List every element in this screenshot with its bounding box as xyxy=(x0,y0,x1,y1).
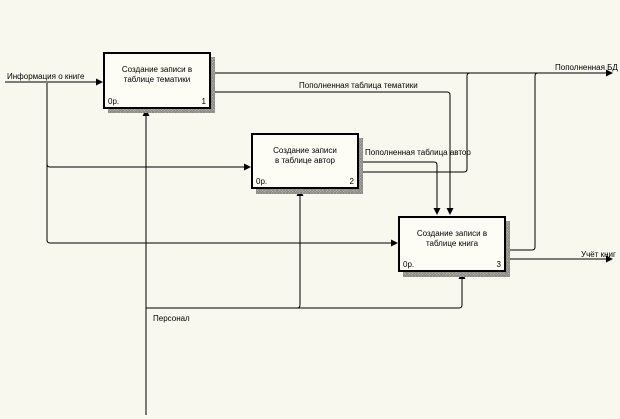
activity-box-2[interactable]: Создание записи в таблице автор 0р. 2 xyxy=(251,133,359,189)
activity-box-3[interactable]: Создание записи в таблице книга 0р. 3 xyxy=(398,216,506,272)
label-input-info: Информация о книге xyxy=(7,72,85,81)
activity-cost: 0р. xyxy=(108,97,120,106)
activity-title: Создание записи в таблице книга xyxy=(416,229,488,248)
activity-number: 2 xyxy=(349,177,354,186)
label-out-topics: Пополненная таблица тематики xyxy=(299,81,418,90)
arrow-mech-staff-branch-box3[interactable] xyxy=(296,272,466,309)
label-out-db: Пополненная БД xyxy=(555,63,618,72)
activity-number: 3 xyxy=(496,260,501,269)
activity-title: Создание записи в таблице тематики xyxy=(121,65,193,84)
arrow-out-authors[interactable] xyxy=(360,161,441,215)
arrow-out-topics[interactable] xyxy=(212,91,454,215)
activity-cost: 0р. xyxy=(256,177,268,186)
label-out-authors: Пополненная таблица автор xyxy=(365,148,471,157)
label-out-books: Учёт книг xyxy=(581,250,616,259)
label-mech-staff: Персонал xyxy=(153,314,190,323)
activity-box-1[interactable]: Создание записи в таблице тематики 0р. 1 xyxy=(103,52,211,109)
arrow-mech-staff-branch-box2[interactable] xyxy=(146,189,304,309)
activity-number: 1 xyxy=(201,97,206,106)
arrow-out-box3-to-db[interactable] xyxy=(507,72,539,251)
activity-title: Создание записи в таблице автор xyxy=(273,146,337,165)
activity-cost: 0р. xyxy=(403,260,415,269)
arrow-out-authors-to-db[interactable] xyxy=(360,72,471,173)
arrow-input-info-branch-box3[interactable] xyxy=(46,160,398,247)
